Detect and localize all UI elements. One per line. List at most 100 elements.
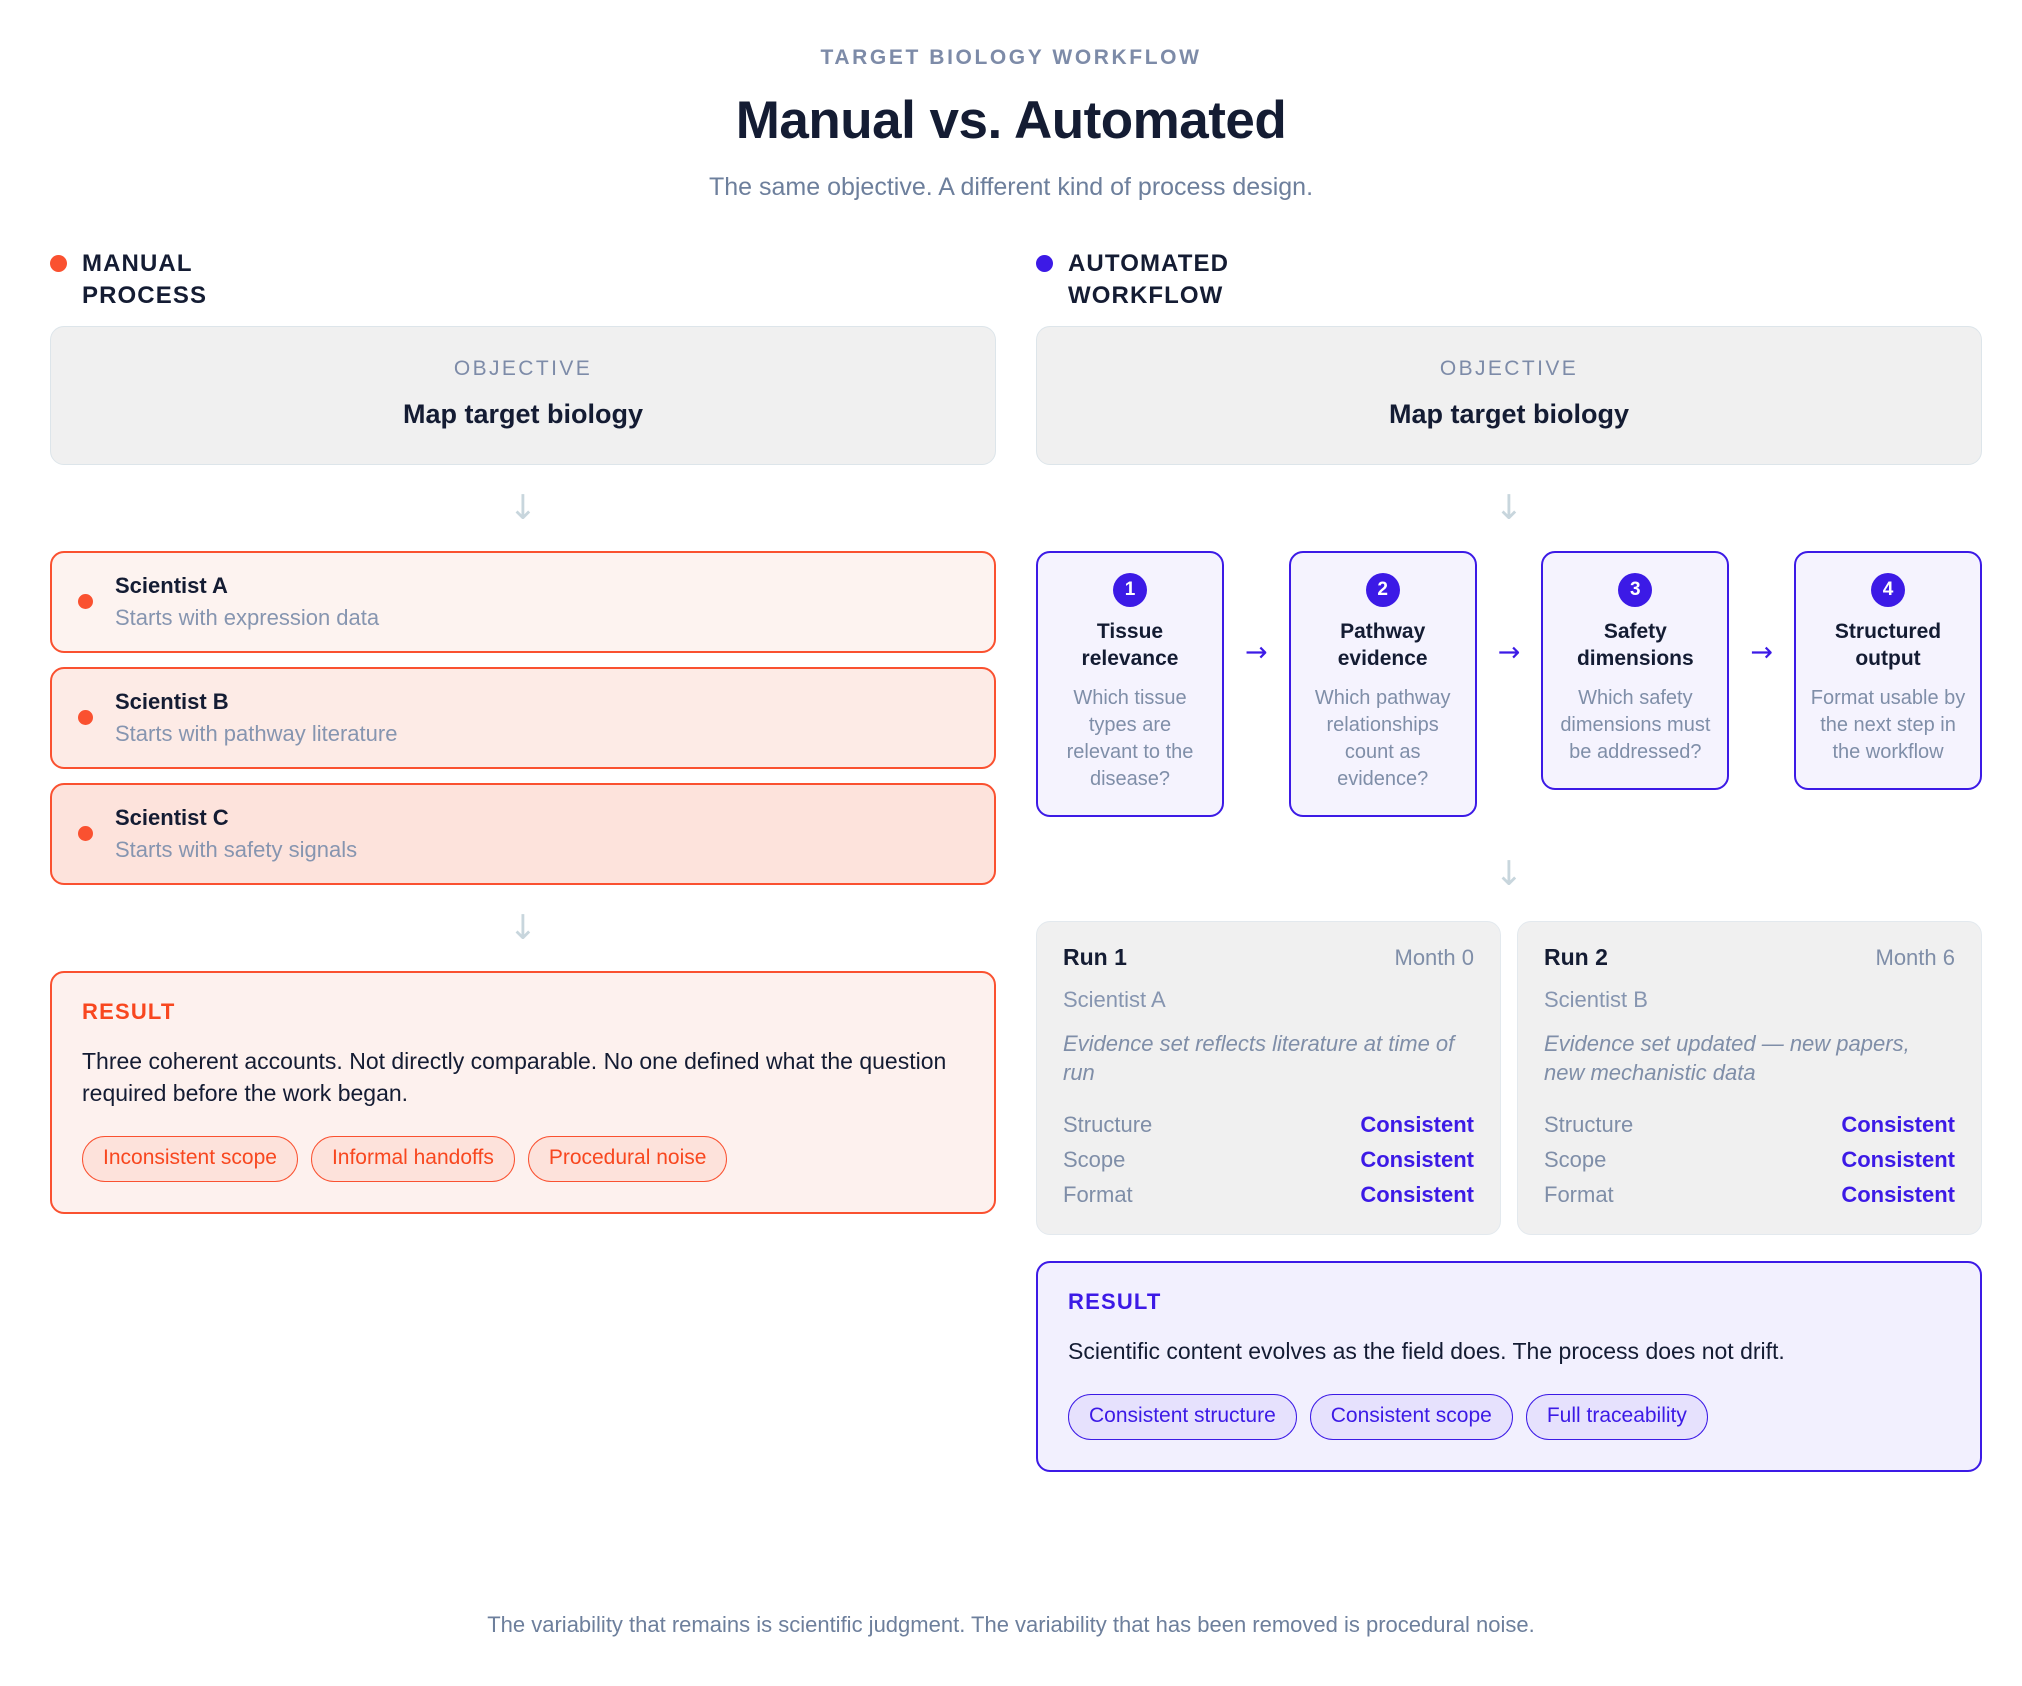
status-badge: Full traceability bbox=[1525, 1394, 1708, 1441]
status-badge: Consistent structure bbox=[1068, 1394, 1297, 1441]
automated-column: AUTOMATED WORKFLOW OBJECTIVE Map target … bbox=[1036, 248, 1983, 1473]
page-footer: The variability that remains is scientif… bbox=[487, 1612, 1535, 1637]
status-badge: Consistent scope bbox=[1309, 1394, 1513, 1441]
run-card-1[interactable]: Run 1 Month 0 Scientist A Evidence set r… bbox=[1036, 920, 1501, 1236]
step-arrow-right-icon: → bbox=[1750, 636, 1773, 668]
run-scientist: Scientist A bbox=[1063, 986, 1166, 1012]
manual-result-body: Three coherent accounts. Not directly co… bbox=[82, 1047, 947, 1107]
manual-dot-icon bbox=[50, 255, 67, 272]
run-header: Run 1 Month 0 bbox=[1063, 944, 1474, 971]
step-title: Tissue relevance bbox=[1081, 619, 1179, 670]
manual-objective-card: OBJECTIVE Map target biology bbox=[50, 325, 996, 465]
page-header: TARGET BIOLOGY WORKFLOW Manual vs. Autom… bbox=[0, 0, 2022, 202]
automated-result-card: RESULT Scientific content evolves as the… bbox=[1036, 1261, 1982, 1473]
step-number-badge: 3 bbox=[1618, 572, 1653, 607]
bullet-dot-icon bbox=[78, 826, 93, 842]
scientist-desc: Starts with pathway literature bbox=[115, 720, 398, 746]
step-arrow-right-icon: → bbox=[1497, 636, 1521, 668]
manual-objective-label: OBJECTIVE bbox=[453, 356, 593, 380]
page-title: Manual vs. Automated bbox=[735, 91, 1287, 150]
manual-arrow-down-2-icon: ↓ bbox=[508, 907, 538, 948]
metric-key: Format bbox=[1544, 1182, 1614, 1208]
bullet-dot-icon bbox=[78, 710, 93, 726]
scientist-name: Scientist B bbox=[115, 688, 229, 714]
automated-column-header: AUTOMATED WORKFLOW bbox=[1036, 248, 1982, 312]
page-subtitle: The same objective. A different kind of … bbox=[708, 173, 1314, 201]
metric-key: Scope bbox=[1544, 1147, 1607, 1173]
automated-arrow-down-1-icon: ↓ bbox=[1494, 487, 1524, 528]
automated-objective-value: Map target biology bbox=[1388, 398, 1629, 429]
workflow-step-2[interactable]: 2 Pathway evidence Which pathway relatio… bbox=[1288, 550, 1477, 817]
scientist-name: Scientist C bbox=[115, 804, 229, 830]
run-card-2[interactable]: Run 2 Month 6 Scientist B Evidence set u… bbox=[1517, 920, 1982, 1236]
metric-value: Consistent bbox=[1841, 1147, 1955, 1173]
list-item[interactable]: Scientist A Starts with expression data bbox=[50, 550, 996, 653]
step-arrow-right-icon: → bbox=[1245, 636, 1268, 668]
bullet-dot-icon bbox=[78, 594, 93, 610]
automated-objective-label: OBJECTIVE bbox=[1439, 356, 1579, 380]
run-name: Run 2 bbox=[1544, 943, 1608, 970]
manual-column-header: MANUAL PROCESS bbox=[50, 248, 996, 312]
step-question: Format usable by the next step in the wo… bbox=[1810, 686, 1966, 763]
manual-result-chips: Inconsistent scope Informal handoffs Pro… bbox=[82, 1136, 964, 1183]
automated-column-title: AUTOMATED WORKFLOW bbox=[1068, 250, 1230, 309]
workflow-step-4[interactable]: 4 Structured output Format usable by the… bbox=[1794, 550, 1983, 790]
run-metrics: Structure Consistent Scope Consistent Fo… bbox=[1063, 1112, 1474, 1208]
automated-arrow-down-2-icon: ↓ bbox=[1494, 853, 1524, 894]
scientist-desc: Starts with safety signals bbox=[115, 836, 358, 862]
run-note: Evidence set reflects literature at time… bbox=[1063, 1030, 1455, 1086]
step-question: Which pathway relationships count as evi… bbox=[1314, 686, 1451, 790]
manual-arrow-down-1-icon: ↓ bbox=[508, 487, 538, 528]
table-row: Format Consistent bbox=[1544, 1182, 1955, 1208]
run-name: Run 1 bbox=[1063, 943, 1127, 970]
automated-dot-icon bbox=[1036, 255, 1053, 272]
metric-key: Structure bbox=[1063, 1112, 1153, 1138]
run-comparison: Run 1 Month 0 Scientist A Evidence set r… bbox=[1036, 920, 1982, 1236]
automated-objective-card: OBJECTIVE Map target biology bbox=[1036, 325, 1982, 465]
automated-result-body: Scientific content evolves as the field … bbox=[1068, 1338, 1785, 1365]
comparison-columns: MANUAL PROCESS OBJECTIVE Map target biol… bbox=[0, 248, 2022, 1473]
step-title: Structured output bbox=[1834, 619, 1942, 670]
table-row: Structure Consistent bbox=[1544, 1112, 1955, 1138]
automated-result-label: RESULT bbox=[1068, 1289, 1162, 1315]
step-title: Safety dimensions bbox=[1576, 619, 1694, 670]
automated-step-flow: 1 Tissue relevance Which tissue types ar… bbox=[1036, 550, 1983, 817]
run-month: Month 0 bbox=[1394, 944, 1475, 970]
metric-value: Consistent bbox=[1360, 1182, 1474, 1208]
scientist-name: Scientist A bbox=[115, 572, 228, 598]
step-question: Which safety dimensions must be addresse… bbox=[1560, 686, 1711, 763]
manual-column: MANUAL PROCESS OBJECTIVE Map target biol… bbox=[50, 248, 996, 1215]
status-badge: Procedural noise bbox=[527, 1136, 728, 1183]
metric-key: Structure bbox=[1544, 1112, 1634, 1138]
table-row: Format Consistent bbox=[1063, 1182, 1474, 1208]
step-number-badge: 4 bbox=[1871, 572, 1906, 607]
manual-objective-value: Map target biology bbox=[402, 398, 643, 429]
metric-value: Consistent bbox=[1360, 1112, 1474, 1138]
eyebrow-label: TARGET BIOLOGY WORKFLOW bbox=[820, 46, 1202, 69]
run-note: Evidence set updated — new papers, new m… bbox=[1544, 1030, 1910, 1086]
metric-value: Consistent bbox=[1841, 1182, 1955, 1208]
manual-column-title: MANUAL PROCESS bbox=[82, 250, 208, 309]
status-badge: Informal handoffs bbox=[310, 1136, 515, 1183]
workflow-step-3[interactable]: 3 Safety dimensions Which safety dimensi… bbox=[1541, 550, 1730, 790]
workflow-step-1[interactable]: 1 Tissue relevance Which tissue types ar… bbox=[1036, 550, 1224, 817]
run-header: Run 2 Month 6 bbox=[1544, 944, 1955, 971]
manual-result-card: RESULT Three coherent accounts. Not dire… bbox=[50, 970, 996, 1215]
manual-result-label: RESULT bbox=[82, 998, 176, 1024]
metric-key: Scope bbox=[1063, 1147, 1126, 1173]
table-row: Structure Consistent bbox=[1063, 1112, 1474, 1138]
metric-key: Format bbox=[1063, 1182, 1133, 1208]
table-row: Scope Consistent bbox=[1544, 1147, 1955, 1173]
run-scientist: Scientist B bbox=[1544, 986, 1648, 1012]
list-item[interactable]: Scientist B Starts with pathway literatu… bbox=[50, 666, 996, 769]
step-number-badge: 1 bbox=[1113, 572, 1147, 607]
list-item[interactable]: Scientist C Starts with safety signals bbox=[50, 782, 996, 885]
manual-scientist-list: Scientist A Starts with expression data … bbox=[50, 550, 996, 885]
table-row: Scope Consistent bbox=[1063, 1147, 1474, 1173]
metric-value: Consistent bbox=[1360, 1147, 1474, 1173]
automated-result-chips: Consistent structure Consistent scope Fu… bbox=[1068, 1394, 1950, 1441]
metric-value: Consistent bbox=[1841, 1112, 1955, 1138]
status-badge: Inconsistent scope bbox=[82, 1136, 298, 1183]
step-title: Pathway evidence bbox=[1337, 619, 1428, 670]
step-number-badge: 2 bbox=[1365, 572, 1400, 607]
